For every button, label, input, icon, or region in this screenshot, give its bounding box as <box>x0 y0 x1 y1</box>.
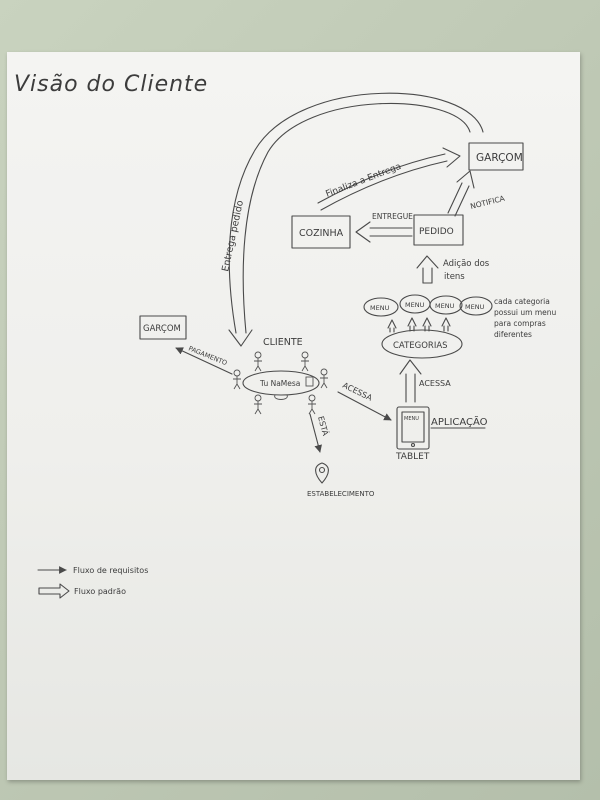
legend-padrao-arrow <box>38 583 70 599</box>
entregue-label: ENTREGUE <box>372 212 413 221</box>
paper-sheet <box>7 52 580 780</box>
tablet-label: TABLET <box>395 452 430 462</box>
aplicacao-label: APLICAÇÃO <box>431 415 488 428</box>
menu-node-1 <box>363 297 399 317</box>
cliente-label: CLIENTE <box>263 337 303 348</box>
note-line-4: diferentes <box>494 330 532 339</box>
diagram-title: Visão do Cliente <box>14 72 208 97</box>
legend: Fluxo de requisitos Fluxo padrão <box>37 566 148 599</box>
categorias-node <box>381 329 463 359</box>
finaliza-entrega-label: Finaliza a Entrega <box>324 162 402 200</box>
cozinha-node <box>291 215 351 249</box>
finaliza-entrega-arrow <box>317 147 461 211</box>
cliente-group <box>233 351 328 415</box>
acessa-app-arrow <box>399 359 422 403</box>
adicao-itens-arrow <box>416 255 439 284</box>
menu-group: MENU MENU MENU MENU <box>363 294 493 333</box>
adicao-itens-label-2: itens <box>444 272 465 282</box>
cozinha-label: COZINHA <box>299 228 344 239</box>
legend-requisitos-label: Fluxo de requisitos <box>73 566 148 575</box>
location-pin-icon <box>315 462 329 484</box>
garcom-top-label: GARÇOM <box>476 152 523 164</box>
estabelecimento-label: ESTABELECIMENTO <box>307 490 375 498</box>
garcom-left-node <box>139 315 187 340</box>
esta-label: ESTÁ <box>316 415 332 438</box>
menu-label-1: MENU <box>370 304 390 312</box>
note-line-3: para compras <box>494 319 546 328</box>
entrega-pedido-label: Entrega pedido <box>220 199 246 272</box>
menu-node-3 <box>429 295 463 315</box>
tablet-node <box>396 406 430 450</box>
menu-node-4 <box>459 296 493 316</box>
acessa-cliente-arrow <box>337 391 392 421</box>
acessa-app-label: ACESSA <box>419 379 451 388</box>
garcom-top-node <box>468 142 524 171</box>
adicao-itens-label-1: Adição dos <box>443 259 490 269</box>
note-line-2: possui um menu <box>494 308 557 317</box>
mesa-node <box>242 370 320 396</box>
garcom-left-label: GARÇOM <box>143 324 181 334</box>
menu-label-3: MENU <box>435 302 455 310</box>
notifica-label: NOTIFICA <box>469 193 506 210</box>
pedido-label: PEDIDO <box>419 227 454 237</box>
esta-arrow <box>309 413 322 453</box>
entrega-pedido-arrow <box>228 92 484 347</box>
pagamento-arrow <box>175 347 233 375</box>
menu-label-4: MENU <box>465 303 485 311</box>
note-line-1: cada categoria <box>494 297 550 306</box>
menu-label-2: MENU <box>405 301 425 309</box>
tablet-screen-label: MENU <box>404 416 419 422</box>
mesa-label: Tu NaMesa <box>259 379 300 388</box>
notifica-arrow <box>447 170 475 217</box>
acessa-cliente-label: ACESSA <box>341 381 374 403</box>
legend-padrao-label: Fluxo padrão <box>74 587 126 596</box>
pedido-node <box>413 214 464 246</box>
entregue-arrow <box>355 221 413 243</box>
categorias-label: CATEGORIAS <box>393 341 448 351</box>
